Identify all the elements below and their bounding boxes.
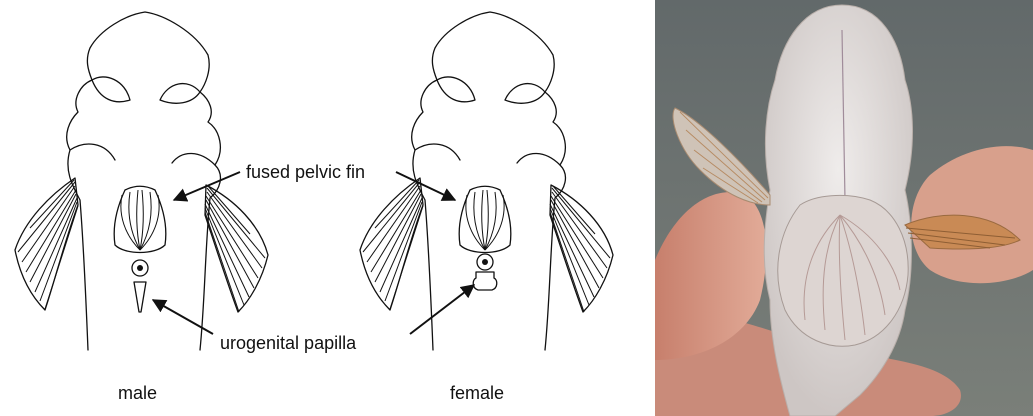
pelvic-fin-arrow-male (174, 172, 240, 200)
female-body-outline (412, 12, 566, 350)
male-fish-drawing (15, 12, 268, 350)
male-papilla (134, 282, 146, 312)
female-head-lobe-left (437, 77, 475, 102)
female-fish-drawing (360, 12, 613, 350)
female-pelvic-rays (466, 190, 504, 250)
male-head-lobe-left (92, 77, 130, 102)
goby-photo (655, 0, 1033, 416)
male-pectoral-fin-right (205, 185, 268, 312)
papilla-arrow-female (410, 285, 474, 334)
male-shoulder-right (172, 153, 215, 165)
female-papilla (473, 272, 497, 290)
female-shoulder-right (517, 153, 560, 165)
female-head-lobe-right (505, 84, 545, 104)
papilla-label: urogenital papilla (220, 333, 357, 353)
female-shoulder-left (415, 144, 460, 160)
male-head-lobe-right (160, 84, 200, 104)
female-label: female (450, 383, 504, 403)
male-pelvic-rays (121, 190, 159, 250)
female-pectoral-fin-right (550, 185, 613, 312)
male-shoulder-left (70, 144, 115, 160)
pelvic-fin-label: fused pelvic fin (246, 162, 365, 182)
male-label: male (118, 383, 157, 403)
